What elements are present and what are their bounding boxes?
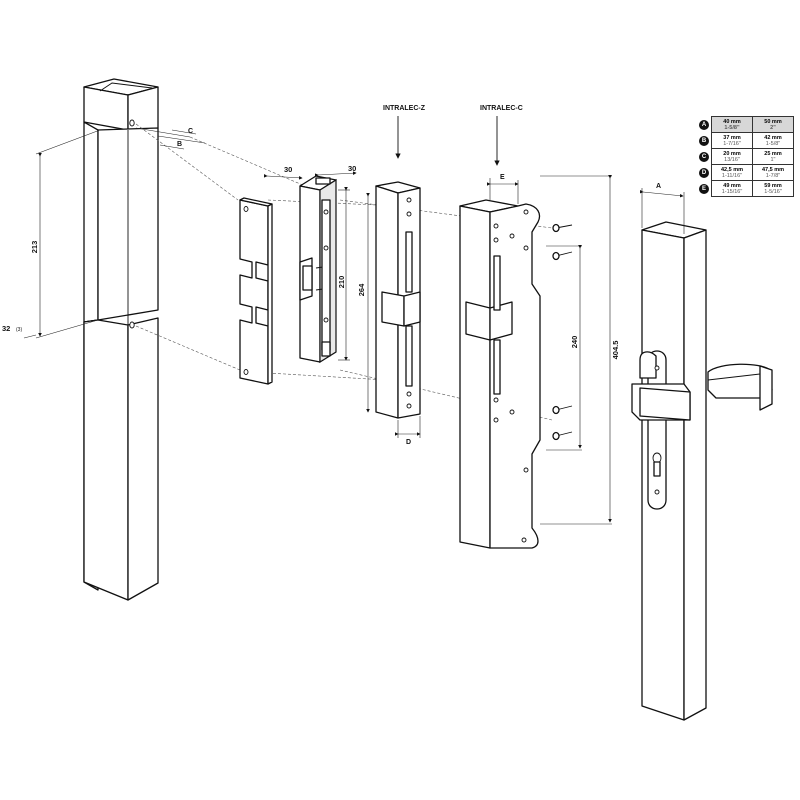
dim-b-label: B: [177, 141, 182, 148]
dim-213-label: 213: [30, 241, 39, 254]
electric-strike-body: [299, 175, 337, 364]
dim-30b-label: 30: [348, 164, 356, 173]
left-post: [83, 78, 159, 601]
intralec-c-dims: E 404.5 240: [487, 174, 620, 525]
screw-icon-4: [552, 431, 573, 441]
dim-c-label: C: [188, 128, 193, 135]
key-badge-c: C: [699, 151, 709, 162]
flat-strike-plate: [239, 197, 273, 385]
intralec-z-plate: INTRALEC-Z: [375, 105, 426, 419]
dim-264-label: 264: [357, 283, 366, 296]
dim-a-label: A: [656, 183, 661, 190]
screw-icon-1: [552, 223, 573, 233]
post-dim-bc: C B: [135, 127, 206, 150]
intralec-c-plate: INTRALEC-C: [459, 105, 541, 549]
dim-e-label: E: [500, 174, 505, 181]
dim-240-label: 240: [570, 336, 579, 349]
dim-d-label: D: [406, 439, 411, 446]
intralec-z-dims: 264 D: [357, 193, 421, 446]
key-badge-a: A: [699, 119, 709, 130]
screw-icon-2: [552, 251, 573, 261]
intralec-c-label: INTRALEC-C: [480, 105, 523, 112]
dim-32-label: 32: [2, 324, 10, 333]
dim-32-sup: (3): [16, 327, 22, 333]
post-dim-213: 213: [30, 129, 101, 339]
intralec-z-label: INTRALEC-Z: [383, 105, 426, 112]
post-dim-32: 32 (3): [2, 324, 37, 339]
key-badge-e: E: [699, 183, 709, 194]
dim-404-label: 404.5: [611, 341, 620, 360]
dim-30a-label: 30: [284, 165, 292, 174]
screw-icon-3: [552, 405, 573, 415]
key-badge-d: D: [699, 167, 709, 178]
dim-210-label: 210: [337, 276, 346, 289]
key-badge-b: B: [699, 135, 709, 146]
strike-dims: 30 30 210: [263, 164, 357, 361]
lever-handle-icon: [631, 350, 773, 510]
